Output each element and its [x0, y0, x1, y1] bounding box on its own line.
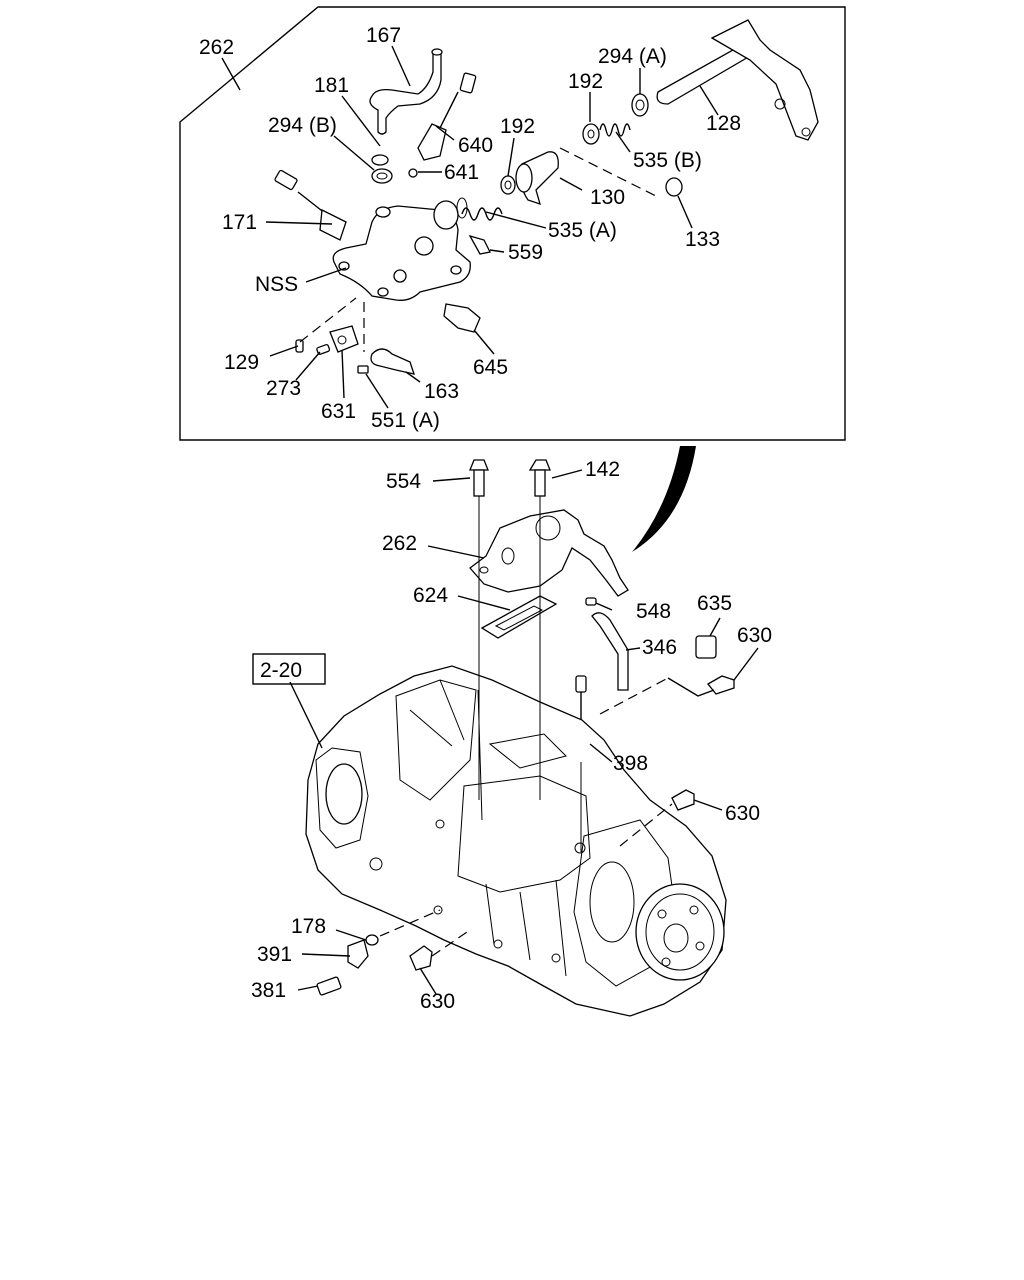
arm-163 — [370, 348, 415, 375]
connector-640 — [417, 72, 477, 161]
plug-630-mid — [671, 789, 695, 811]
label-630-a: 630 — [737, 624, 772, 647]
part-labels: 262 167 181 294 (A) 192 294 (B) 640 192 … — [199, 24, 772, 1013]
label-nss: NSS — [255, 273, 298, 296]
label-641: 641 — [444, 161, 479, 184]
label-262-mid: 262 — [382, 532, 417, 555]
seal-294b — [371, 154, 393, 184]
bolt-142 — [528, 459, 551, 497]
reference-box-2-20 — [252, 653, 326, 685]
label-171: 171 — [222, 211, 257, 234]
label-192-left: 192 — [500, 115, 535, 138]
pin-551a — [357, 365, 369, 374]
label-391: 391 — [257, 943, 292, 966]
seal-294a — [631, 93, 649, 117]
label-181: 181 — [314, 74, 349, 97]
label-645: 645 — [473, 356, 508, 379]
spring-535b — [599, 123, 631, 137]
shift-housing-nss — [332, 200, 471, 301]
bolt-273 — [316, 344, 331, 355]
detent-631 — [329, 325, 359, 353]
label-630-c: 630 — [420, 990, 455, 1013]
spring-535a — [456, 197, 503, 221]
housing-262-assembled — [469, 509, 629, 597]
shaft-128 — [656, 19, 819, 141]
switch-171 — [274, 169, 347, 241]
sensor-391 — [347, 939, 369, 969]
label-128: 128 — [706, 112, 741, 135]
shift-lever-167 — [369, 48, 443, 135]
label-142: 142 — [585, 458, 620, 481]
label-133: 133 — [685, 228, 720, 251]
label-559: 559 — [508, 241, 543, 264]
label-178: 178 — [291, 915, 326, 938]
ball-641 — [408, 168, 418, 178]
label-630-b: 630 — [725, 802, 760, 825]
label-129: 129 — [224, 351, 259, 374]
collar-130 — [515, 151, 559, 206]
hose-346 — [591, 612, 629, 691]
detail-inset-frame — [179, 6, 846, 441]
label-294a: 294 (A) — [598, 45, 667, 68]
label-624: 624 — [413, 584, 448, 607]
label-2-20: 2-20 — [260, 659, 302, 682]
assembly-leader-lines — [289, 469, 759, 995]
label-346: 346 — [642, 636, 677, 659]
washer-192 — [500, 175, 516, 195]
transmission-case — [305, 665, 727, 1017]
fitting-559 — [468, 234, 491, 255]
label-635: 635 — [697, 592, 732, 615]
inset-dashed-guides — [299, 147, 661, 352]
ring-178 — [365, 934, 379, 946]
label-554: 554 — [386, 470, 421, 493]
bolt-381 — [316, 976, 342, 996]
plug-630-top — [707, 675, 735, 695]
plug-630-bottom — [409, 945, 433, 971]
ring-133 — [665, 177, 683, 197]
label-262-top: 262 — [199, 36, 234, 59]
label-535a: 535 (A) — [548, 219, 617, 242]
label-163: 163 — [424, 380, 459, 403]
label-273: 273 — [266, 377, 301, 400]
label-631: 631 — [321, 400, 356, 423]
bolt-554 — [469, 459, 489, 497]
plug-635 — [695, 635, 717, 659]
label-640: 640 — [458, 134, 493, 157]
label-294b: 294 (B) — [268, 114, 337, 137]
label-192-right: 192 — [568, 70, 603, 93]
plate-624 — [480, 595, 558, 639]
label-130: 130 — [590, 186, 625, 209]
inset-pointer-arrow — [632, 446, 696, 552]
label-381: 381 — [251, 979, 286, 1002]
inset-leader-lines — [221, 45, 719, 409]
label-398: 398 — [613, 752, 648, 775]
bolt-645 — [443, 303, 481, 333]
label-535b: 535 (B) — [633, 149, 702, 172]
label-167: 167 — [366, 24, 401, 47]
label-548: 548 — [636, 600, 671, 623]
assembly-dashed-guides — [379, 496, 673, 957]
washer-192b — [582, 123, 600, 145]
label-551a: 551 (A) — [371, 409, 440, 432]
clip-548 — [585, 597, 597, 606]
